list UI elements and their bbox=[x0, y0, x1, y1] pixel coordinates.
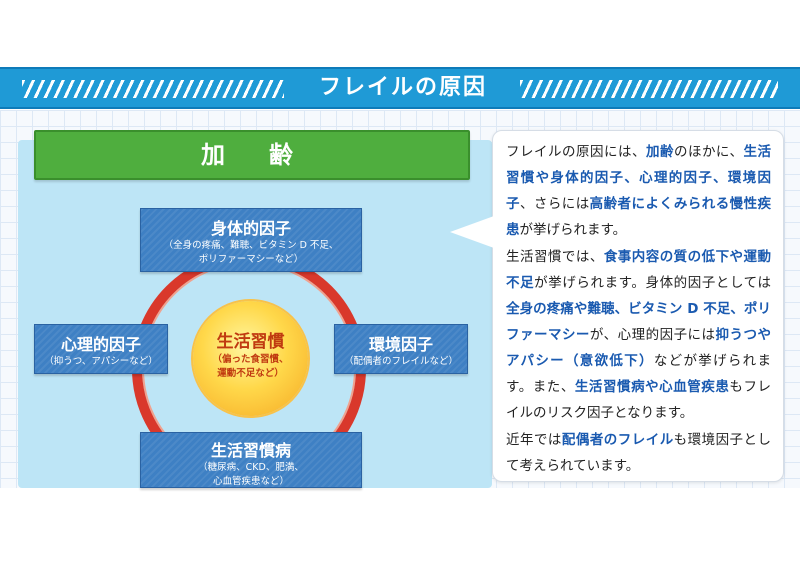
p1-text-1: フレイルの原因には、 bbox=[506, 144, 646, 160]
explanation-bubble: フレイルの原因には、加齢のほかに、生活習慣や身体的因子、心理的因子、環境因子、さ… bbox=[492, 130, 784, 482]
factor-body: 身体的因子 （全身の疼痛、難聴、ビタミン D 不足、 ポリファーマシーなど） bbox=[140, 208, 362, 272]
p2-text-1: 生活習慣では、 bbox=[506, 249, 604, 265]
p1-highlight-1: 加齢 bbox=[645, 144, 674, 160]
factor-environment-title: 環境因子 bbox=[368, 335, 433, 354]
p3-text-1: 近年では bbox=[506, 432, 562, 448]
paragraph-2: 生活習慣では、食事内容の質の低下や運動不足が挙げられます。身体的因子としては全身… bbox=[506, 244, 771, 426]
factor-environment-sub: （配偶者のフレイルなど） bbox=[343, 356, 458, 367]
center-subtitle: （偏った食習慣、 運動不足など） bbox=[193, 353, 308, 381]
p1-highlight-2: 生活習慣や身体的因子、心理的因子、環境因子 bbox=[506, 144, 772, 212]
center-lifestyle-circle: 生活習慣 （偏った食習慣、 運動不足など） bbox=[193, 301, 308, 416]
factor-mind: 心理的因子 （抑うつ、アパシーなど） bbox=[34, 324, 168, 374]
paragraph-3: 近年では配偶者のフレイルも環境因子として考えられています。 bbox=[506, 427, 771, 479]
p2-text-2: が挙げられます。身体的因子としては bbox=[534, 275, 771, 291]
factor-lifestyle-disease: 生活習慣病 （糖尿病、CKD、肥満、 心血管疾患など） bbox=[140, 432, 362, 488]
p2-highlight-3: 抑うつやアパシー（意欲低下） bbox=[506, 327, 772, 369]
p2-text-5: もフレイルのリスク因子となります。 bbox=[506, 379, 771, 421]
header-title: フレイルの原因 bbox=[318, 75, 487, 100]
p2-highlight-4: 生活習慣病や心血管疾患 bbox=[574, 379, 730, 395]
p1-text-3: 、さらには bbox=[519, 196, 590, 212]
header-stripes-left bbox=[22, 80, 284, 98]
section-header: フレイルの原因 bbox=[0, 67, 800, 109]
factor-mind-title: 心理的因子 bbox=[60, 335, 141, 354]
factor-body-sub-1: （全身の疼痛、難聴、ビタミン D 不足、 bbox=[163, 240, 339, 251]
factor-environment: 環境因子 （配偶者のフレイルなど） bbox=[334, 324, 468, 374]
center-title: 生活習慣 bbox=[216, 332, 285, 352]
factor-lifestyle-disease-sub-2: 心血管疾患など） bbox=[212, 476, 289, 487]
factor-lifestyle-disease-title: 生活習慣病 bbox=[210, 441, 291, 460]
p2-highlight-2: 全身の疼痛や難聴、ビタミン D 不足、ポリファーマシー bbox=[506, 301, 771, 343]
center-sub-line-1: （偏った食習慣、 bbox=[212, 354, 289, 365]
aging-label: 加 齢 bbox=[201, 141, 303, 169]
factor-body-sub-2: ポリファーマシーなど） bbox=[198, 254, 304, 265]
p2-text-4: などが挙げられます。また、 bbox=[506, 353, 771, 395]
bubble-pointer bbox=[450, 216, 494, 248]
p3-highlight-1: 配偶者のフレイル bbox=[561, 432, 674, 448]
p3-text-2: も環境因子として考えられています。 bbox=[506, 432, 772, 474]
p1-text-2: のほかに、 bbox=[673, 144, 744, 160]
header-stripes-right bbox=[520, 80, 778, 98]
p1-highlight-3: 高齢者によくみられる慢性疾患 bbox=[506, 196, 772, 238]
p1-text-4: が挙げられます。 bbox=[519, 222, 627, 238]
factor-body-title: 身体的因子 bbox=[210, 219, 291, 238]
aging-banner: 加 齢 bbox=[34, 130, 470, 180]
center-sub-line-2: 運動不足など） bbox=[217, 368, 284, 379]
p2-highlight-1: 食事内容の質の低下や運動不足 bbox=[506, 249, 772, 291]
p2-text-3: が、心理的因子には bbox=[589, 327, 716, 343]
paragraph-1: フレイルの原因には、加齢のほかに、生活習慣や身体的因子、心理的因子、環境因子、さ… bbox=[506, 139, 771, 243]
factor-mind-sub: （抑うつ、アパシーなど） bbox=[44, 356, 158, 367]
factor-lifestyle-disease-sub-1: （糖尿病、CKD、肥満、 bbox=[198, 462, 304, 473]
